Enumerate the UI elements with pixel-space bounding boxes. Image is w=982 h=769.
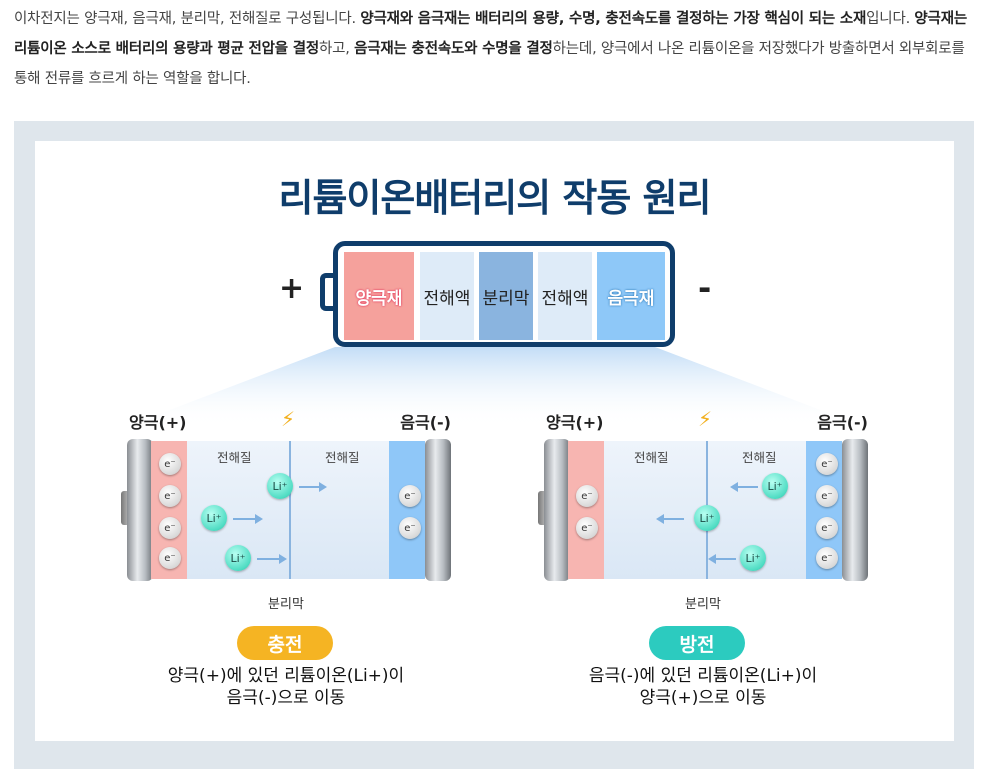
intro-bold: 양극재는 리튬이온 소스로 배터리의 용량과 평균 전압을 결정	[14, 11, 967, 57]
separator-line	[289, 441, 291, 579]
discharge-diagram: 양극(+) ⚡ 음극(-) 전해질 전해질 e⁻ e⁻ e⁻ e⁻ e⁻ e⁻	[538, 407, 868, 612]
cathode-layer	[568, 441, 604, 579]
separator-caption: 분리막	[685, 597, 721, 612]
arrow-right-icon	[257, 554, 287, 564]
electron-icon: e⁻	[399, 517, 421, 539]
electron-icon: e⁻	[816, 517, 838, 539]
electron-icon: e⁻	[399, 485, 421, 507]
battery-cap	[544, 439, 570, 581]
battery-cap	[127, 439, 153, 581]
intro-paragraph: 이차전지는 양극재, 음극재, 분리막, 전해질로 구성됩니다. 양극재와 음극…	[14, 4, 969, 94]
battery-cap	[842, 439, 868, 581]
arrow-left-icon	[656, 514, 684, 524]
description-line: 양극(+)으로 이동	[639, 688, 767, 708]
charge-badge: 충전	[237, 626, 333, 660]
arrow-left-icon	[708, 554, 736, 564]
electrolyte-cell: 전해액	[420, 252, 474, 340]
terminal-nub	[538, 491, 548, 525]
battery-diagram: 양극재 전해액 분리막 전해액 음극재	[333, 241, 675, 347]
arrow-left-icon	[730, 482, 758, 492]
figure-card: 리튬이온배터리의 작동 원리 + 양극재 전해액 분리막 전해액 음극재 - 양…	[35, 141, 954, 741]
electrolyte-label: 전해질	[325, 450, 360, 465]
discharge-description: 음극(-)에 있던 리튬이온(Li+)이 양극(+)으로 이동	[538, 665, 868, 709]
lithium-ion-icon: Li⁺	[225, 545, 251, 571]
anode-cell: 음극재	[597, 252, 665, 340]
cathode-label: 양극(+)	[129, 413, 187, 432]
electrolyte-label: 전해질	[742, 450, 777, 465]
separator-cell: 분리막	[479, 252, 533, 340]
plus-sign: +	[279, 271, 305, 306]
cathode-cell: 양극재	[344, 252, 414, 340]
cathode-label: 양극(+)	[546, 413, 604, 432]
figure-frame: 리튬이온배터리의 작동 원리 + 양극재 전해액 분리막 전해액 음극재 - 양…	[14, 121, 974, 769]
zoom-beam	[125, 347, 865, 427]
lithium-ion-icon: Li⁺	[267, 473, 293, 499]
lithium-ion-icon: Li⁺	[762, 473, 788, 499]
charge-diagram: 양극(+) ⚡ 음극(-) 전해질 전해질 e⁻ e⁻ e⁻ e⁻ e⁻ e⁻ …	[121, 407, 451, 612]
electron-icon: e⁻	[159, 547, 181, 569]
battery-cell: 전해질 전해질 e⁻ e⁻ e⁻ e⁻ e⁻ e⁻ Li⁺ Li⁺ Li⁺	[121, 439, 451, 581]
electron-icon: e⁻	[159, 453, 181, 475]
battery-terminal	[320, 273, 334, 311]
electrolyte-cell: 전해액	[538, 252, 592, 340]
electron-icon: e⁻	[576, 517, 598, 539]
arrow-right-icon	[233, 514, 263, 524]
lightning-icon: ⚡	[698, 407, 713, 431]
lithium-ion-icon: Li⁺	[740, 545, 766, 571]
intro-text: 하고,	[319, 41, 355, 57]
arrow-right-icon	[299, 482, 327, 492]
electron-icon: e⁻	[816, 547, 838, 569]
charge-description: 양극(+)에 있던 리튬이온(Li+)이 음극(-)으로 이동	[121, 665, 451, 709]
lithium-ion-icon: Li⁺	[201, 505, 227, 531]
lightning-icon: ⚡	[281, 407, 296, 431]
intro-bold: 양극재와 음극재는 배터리의 용량, 수명, 충전속도를 결정하는 가장 핵심이…	[360, 11, 867, 27]
anode-label: 음극(-)	[817, 413, 868, 432]
anode-layer	[389, 441, 425, 579]
minus-sign: -	[698, 269, 712, 307]
description-line: 양극(+)에 있던 리튬이온(Li+)이	[167, 666, 405, 686]
electrolyte-label: 전해질	[217, 450, 252, 465]
electron-icon: e⁻	[576, 485, 598, 507]
electron-icon: e⁻	[816, 453, 838, 475]
anode-label: 음극(-)	[400, 413, 451, 432]
battery-cell: 전해질 전해질 e⁻ e⁻ e⁻ e⁻ e⁻ e⁻ Li⁺ Li⁺ Li⁺	[538, 439, 868, 581]
intro-text: 입니다.	[866, 11, 915, 27]
electron-icon: e⁻	[159, 517, 181, 539]
intro-text: 하는데, 양극에서 나온 리튬이온을 저장했다가 방출하면서 외부회로를 통해 …	[14, 41, 965, 87]
figure-title: 리튬이온배터리의 작동 원리	[278, 176, 712, 220]
description-line: 음극(-)으로 이동	[226, 688, 346, 708]
description-line: 음극(-)에 있던 리튬이온(Li+)이	[588, 666, 818, 686]
intro-bold: 음극재는 충전속도와 수명을 결정	[354, 41, 553, 57]
discharge-badge: 방전	[649, 626, 745, 660]
electrolyte-label: 전해질	[634, 450, 669, 465]
electrolyte-region	[151, 441, 425, 579]
terminal-nub	[121, 491, 131, 525]
intro-text: 이차전지는 양극재, 음극재, 분리막, 전해질로 구성됩니다.	[14, 11, 361, 27]
lithium-ion-icon: Li⁺	[694, 505, 720, 531]
electron-icon: e⁻	[159, 485, 181, 507]
separator-caption: 분리막	[268, 597, 304, 612]
electron-icon: e⁻	[816, 485, 838, 507]
battery-cap	[425, 439, 451, 581]
